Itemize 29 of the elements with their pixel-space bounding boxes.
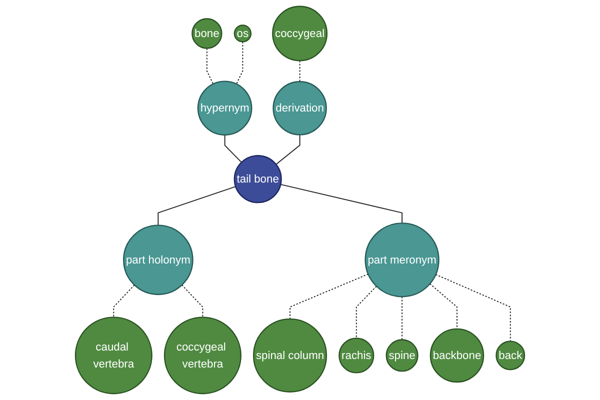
node-circle: rachis — [338, 338, 374, 374]
connector — [236, 41, 244, 84]
node-circle: coccygeal — [272, 6, 328, 62]
connector — [181, 284, 204, 318]
node-circle: coccygeal vertebra — [164, 316, 242, 394]
node-circle: backbone — [430, 328, 484, 383]
node-circle: spinal column — [253, 318, 328, 392]
node-circle: caudal vertebra — [74, 316, 152, 394]
node-circle: part holonym — [123, 224, 194, 296]
connector — [290, 274, 369, 320]
connector — [356, 286, 377, 339]
connector — [435, 274, 511, 342]
connector — [158, 186, 236, 226]
connector — [206, 48, 214, 84]
connector — [276, 134, 300, 165]
connector — [299, 60, 300, 82]
node-circle: part meronym — [364, 222, 440, 298]
node-circle: os — [234, 24, 252, 42]
node-circle: back — [496, 340, 526, 370]
connector — [224, 134, 242, 163]
connector — [429, 283, 458, 330]
node-circle: derivation — [272, 81, 327, 136]
connector — [113, 284, 135, 318]
node-circle: tail bone — [234, 155, 282, 204]
connector — [280, 184, 403, 224]
connector — [402, 296, 403, 340]
node-circle: hypernym — [197, 80, 252, 136]
node-circle: spine — [386, 339, 418, 372]
node-circle: bone — [192, 18, 222, 49]
